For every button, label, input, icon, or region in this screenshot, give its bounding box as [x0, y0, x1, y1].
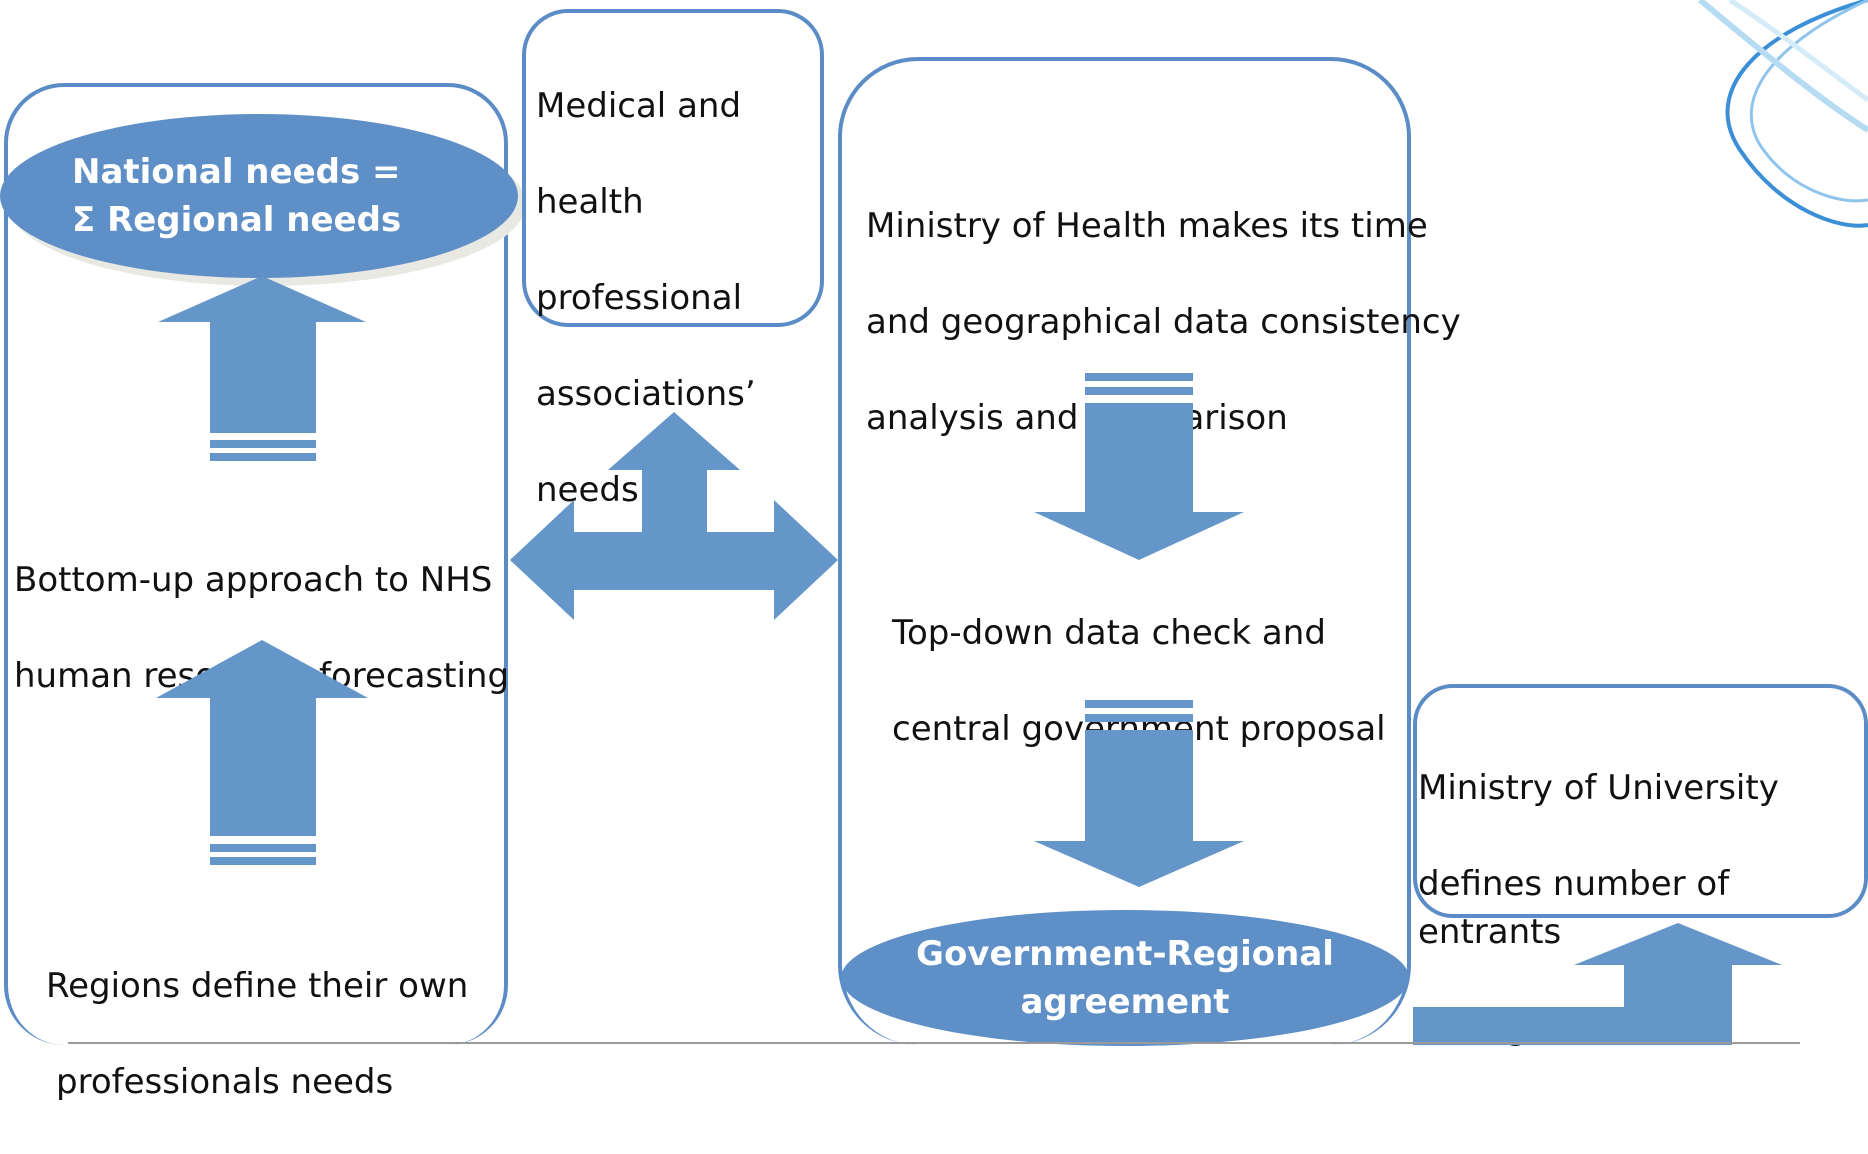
national-needs-ellipse: National needs = Σ Regional needs [0, 114, 518, 278]
associations-line2: health [536, 182, 644, 222]
arrows-layer [68, 276, 1800, 1045]
associations-line1: Medical and [536, 86, 742, 126]
decorative-swirl [1698, 0, 1868, 228]
regions-line2: professionals needs [56, 1062, 394, 1102]
analysis-line1: Ministry of Health makes its time [866, 206, 1428, 246]
bottom-up-text: Bottom-up approach to NHS human resource… [14, 508, 509, 748]
analysis-line2: and geographical data consistency [866, 302, 1461, 342]
topdown-text: Top-down data check and central governme… [892, 561, 1386, 801]
agreement-ellipse: Government-Regional agreement [841, 910, 1409, 1046]
bottom-up-line1: Bottom-up approach to NHS [14, 560, 493, 600]
up-arrow-lower [156, 640, 368, 865]
university-box [1413, 684, 1868, 918]
flow-diagram: National needs = Σ Regional needs Bottom… [0, 0, 1868, 1102]
associations-box [522, 9, 824, 327]
regions-line1: Regions define their own [46, 966, 469, 1006]
agreement-line1: Government-Regional [916, 934, 1334, 974]
university-line1: Ministry of University [1418, 768, 1779, 808]
associations-line4: associations’ [536, 374, 756, 414]
three-way-arrow [510, 412, 838, 620]
topdown-line1: Top-down data check and [892, 613, 1326, 653]
up-arrow-upper [158, 276, 366, 461]
associations-line5: needs [536, 470, 639, 510]
bent-arrow-university [1413, 923, 1782, 1045]
agreement-line2: agreement [1020, 982, 1230, 1022]
associations-text: Medical and health professional associat… [536, 34, 756, 562]
down-arrow-lower [1034, 700, 1244, 887]
associations-line3: professional [536, 278, 743, 318]
national-needs-line2: Σ Regional needs [72, 200, 402, 240]
university-line2: defines number of entrants [1418, 864, 1730, 952]
national-needs-line1: National needs = [72, 152, 401, 192]
down-arrow-upper [1034, 373, 1244, 560]
